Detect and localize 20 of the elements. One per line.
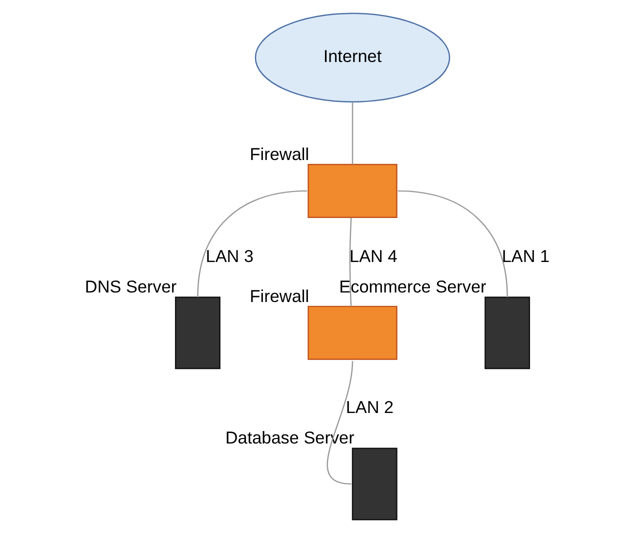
connector: [326, 361, 354, 485]
node-box: [352, 448, 398, 520]
connector: [352, 102, 354, 164]
edge-label: LAN 2: [346, 396, 394, 417]
connector: [197, 190, 308, 298]
node-label: Firewall: [250, 286, 310, 306]
node-box: [308, 306, 398, 360]
node-label: Firewall: [250, 144, 310, 164]
edge-label: LAN 1: [502, 246, 550, 266]
node-label: Ecommerce Server: [339, 276, 486, 297]
edge-label: LAN 4: [350, 246, 398, 266]
node-label: DNS Server: [84, 276, 177, 297]
connector: [398, 190, 508, 298]
node-box: [484, 296, 530, 370]
connector: [349, 218, 352, 306]
node-label: Database Server: [225, 428, 354, 448]
node-box: [174, 296, 220, 370]
node-box: [308, 164, 398, 218]
edge-label: LAN 3: [206, 246, 254, 266]
node-ellipse: Internet: [254, 12, 450, 102]
